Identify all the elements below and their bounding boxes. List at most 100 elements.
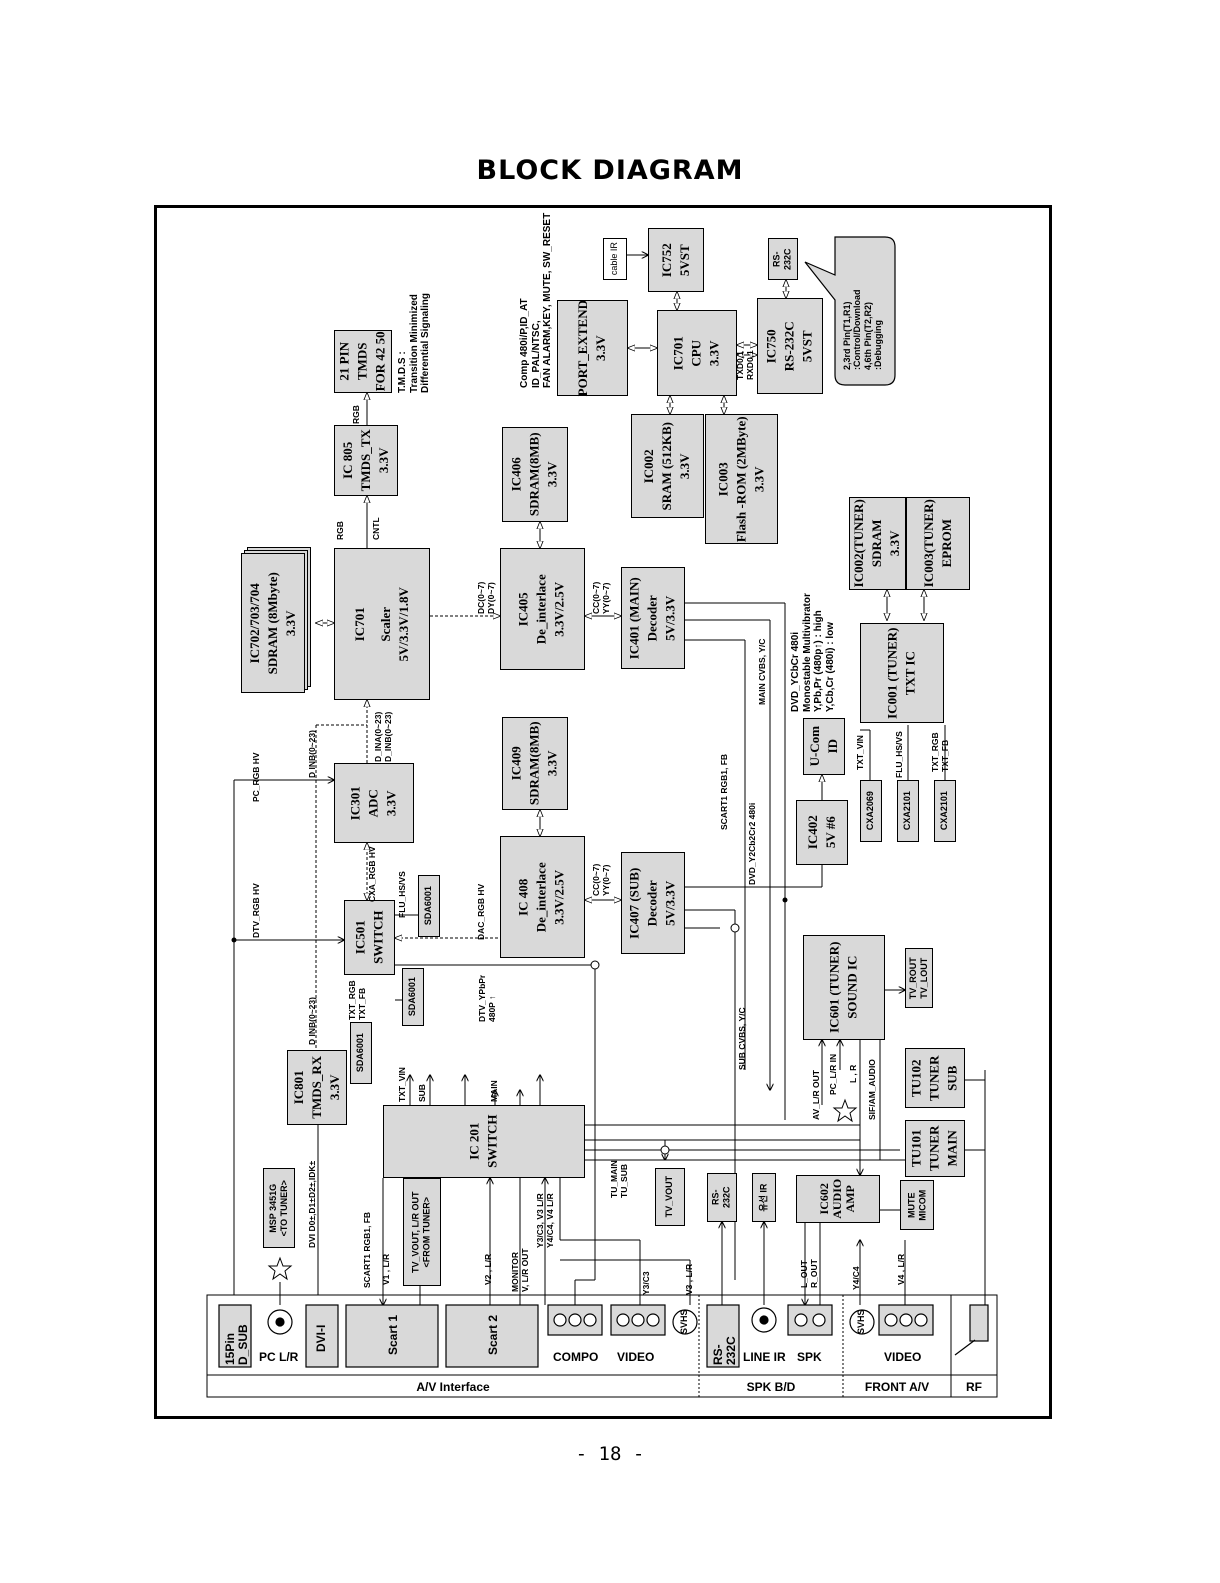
connector-scart1: Scart 1: [386, 1314, 400, 1355]
tv-vout-from-tuner-box: TV_VOUT, L/R OUT<FROM TUNER>: [403, 1178, 441, 1286]
label-dtv-rgb-hv: DTV_RGB HV: [251, 883, 261, 938]
label-l-r: L , R: [848, 1064, 858, 1083]
label-pc-lr-in: PC_L/R IN: [828, 1053, 838, 1095]
label-cc-yy-main: CC(0~7)YY(0~7): [591, 581, 611, 614]
label-v3-lr: V3 , L/R: [684, 1263, 694, 1295]
page-title: BLOCK DIAGRAM: [476, 155, 744, 186]
label-main: MAIN: [489, 1080, 499, 1102]
sda6001-box-3: SDA6001: [350, 1022, 372, 1084]
connector-line-ir: LINE IR: [743, 1350, 786, 1364]
section-av-interface: A/V Interface: [416, 1380, 490, 1394]
label-y4c4: Y4/C4: [851, 1266, 861, 1290]
label-txt-vin-sw: TXT_VIN: [397, 1067, 407, 1102]
connector-rs232c: RS-232C: [711, 1336, 739, 1365]
page-number: - 18 -: [575, 1443, 645, 1465]
label-flu-hs-vs2: FLU_HS/VS: [894, 731, 904, 778]
connector-svhs-1: SVHS: [679, 1309, 689, 1334]
cxa2101-box-2: CXA2101: [934, 780, 956, 842]
label-rgb-scaler: RGB: [335, 521, 345, 540]
label-main-cvbs: MAIN CVBS, Y/C: [757, 638, 767, 705]
label-rgb-top: RGB: [351, 405, 361, 424]
rs232c-box: RS-232C: [707, 1173, 737, 1222]
label-cxa-rgb-hv: CXA_RGB HV: [367, 846, 377, 902]
label-sub-cvbs: SUB CVBS, Y/C: [737, 1007, 747, 1070]
diagram-frame: [154, 205, 1052, 1419]
section-front-av: FRONT A/V: [864, 1380, 930, 1394]
label-v2-lr: V2 , L/R: [483, 1253, 493, 1285]
label-v4-lr: V4 , L/R: [896, 1253, 906, 1285]
sda6001-box-1: SDA6001: [418, 875, 440, 937]
section-spk-bd: SPK B/D: [746, 1380, 796, 1394]
label-d-ina: D_INA(0~23)D_INB(0~23): [373, 711, 393, 762]
txt-ic-block: IC001 (TUNER)TXT IC: [860, 623, 944, 723]
connector-dvi: DVI-I: [314, 1324, 328, 1352]
cxa2101-box-1: CXA2101: [897, 780, 919, 842]
label-pc-rgb-hv: PC_RGB HV: [251, 752, 261, 802]
connector-video-1: VIDEO: [617, 1350, 655, 1364]
label-cc-yy-sub: CC(0~7)YY(0~7): [591, 863, 611, 896]
label-d-inb-bot: D INB(0~23): [307, 997, 317, 1045]
label-av-lr-out: AV_L/R OUT: [811, 1070, 821, 1120]
sound-ic-block: IC601 (TUNER)SOUND IC: [803, 935, 885, 1040]
connector-pc-lr: PC L/R: [259, 1350, 299, 1364]
label-dvi-d: DVI D0±,D1±D2±,IDK±: [307, 1160, 317, 1248]
cxa2069-box: CXA2069: [860, 780, 882, 842]
label-dac-rgb-hv: DAC_RGB HV: [476, 883, 486, 940]
label-y3c3-b: Y3/C3: [641, 1271, 651, 1295]
label-dvd-y2cb2: DVD_Y2Cb2Cr2 480i: [747, 802, 757, 885]
label-scart1-rgb-fb: SCART1 RGB1, FB: [362, 1211, 372, 1288]
ir-box: 유선 IR: [752, 1173, 776, 1222]
label-scart1-rgb1-fb: SCART1 RGB1, FB: [719, 753, 729, 830]
eprom-block: IC003(TUNER)EPROM: [906, 497, 970, 590]
label-txt-vin: TXT_VIN: [855, 735, 865, 770]
label-flu-hs-vs: FLU_HS/VS: [397, 871, 407, 918]
label-sub: SUB: [417, 1084, 427, 1102]
connector-video-2: VIDEO: [884, 1350, 922, 1364]
label-cntl: CNTL: [371, 517, 381, 540]
rs232c-small-box: RS-232C: [768, 238, 798, 280]
connector-scart2: Scart 2: [486, 1314, 500, 1355]
connector-spk: SPK: [797, 1350, 822, 1364]
msp-box: MSP 3451G<TO TUNER>: [263, 1168, 295, 1248]
label-v1-lr: V1 , L/R: [381, 1253, 391, 1285]
label-dc-dy-main: DC(0~7)DY(0~7): [476, 581, 496, 614]
label-sif-am: SIF/AM_AUDIO: [867, 1059, 877, 1120]
